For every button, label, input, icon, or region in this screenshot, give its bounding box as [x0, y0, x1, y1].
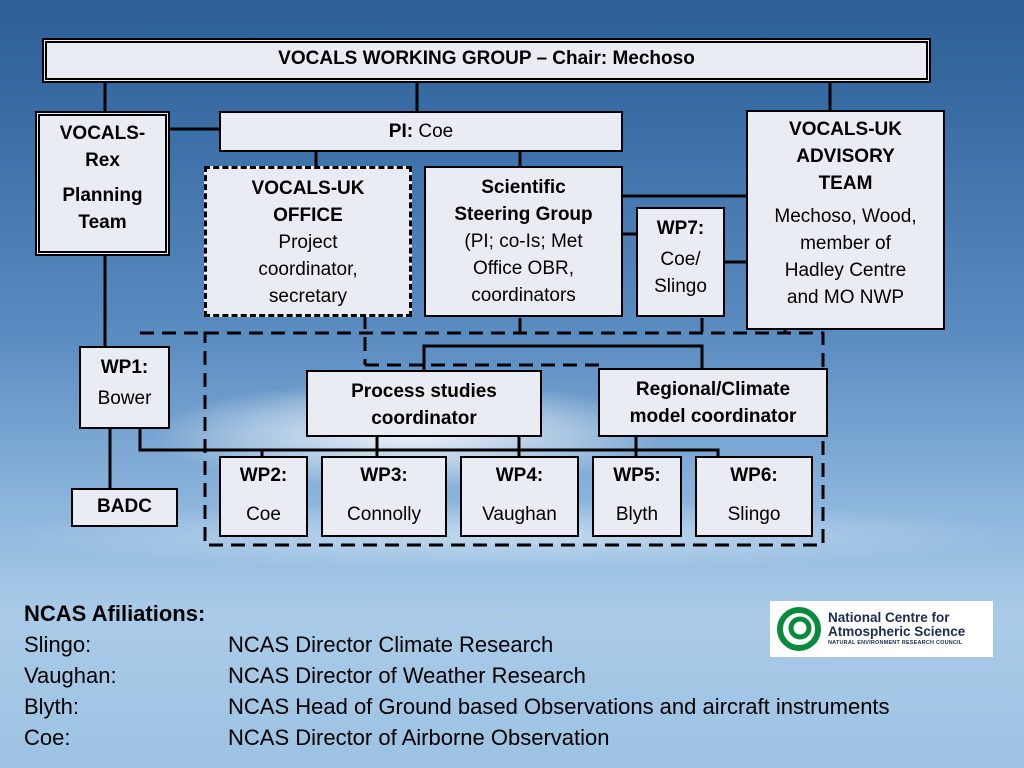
working-group-title: VOCALS WORKING GROUP – Chair: Mechoso — [278, 48, 695, 69]
process-studies-coordinator-box: Process studies coordinator — [306, 370, 542, 437]
logo-line-3: NATURAL ENVIRONMENT RESEARCH COUNCIL — [828, 640, 963, 647]
working-group-box: VOCALS WORKING GROUP – Chair: Mechoso — [42, 38, 931, 83]
wp5-box: WP5: Blyth — [592, 456, 682, 537]
list-item: Coe: NCAS Director of Airborne Observati… — [24, 722, 1014, 753]
office-title-2: OFFICE — [273, 205, 343, 226]
badc-box: BADC — [71, 488, 178, 527]
wp2-label: WP2: — [239, 465, 288, 486]
list-item: Blyth: NCAS Head of Ground based Observa… — [24, 691, 1014, 722]
ncas-role: NCAS Head of Ground based Observations a… — [228, 694, 890, 719]
badc-label: BADC — [97, 496, 152, 517]
wp4-box: WP4: Vaughan — [460, 456, 579, 537]
wp1-label: WP1: — [100, 357, 149, 378]
advisory-title-2: ADVISORY — [796, 146, 895, 167]
vocals-uk-office-box: VOCALS-UK OFFICE Project coordinator, se… — [204, 166, 412, 317]
process-line-2: coordinator — [371, 408, 477, 429]
advisory-body-4: and MO NWP — [786, 287, 905, 308]
ncas-logo: National Centre for Atmospheric Science … — [770, 601, 993, 657]
office-body-3: secretary — [268, 286, 348, 307]
regional-line-2: model coordinator — [629, 406, 797, 427]
wp7-box: WP7: Coe/ Slingo — [636, 207, 725, 317]
ncas-name: Slingo: — [24, 632, 92, 657]
rex-line-4: Team — [78, 212, 127, 233]
advisory-team-box: VOCALS-UK ADVISORY TEAM Mechoso, Wood, m… — [746, 110, 945, 330]
wp4-label: WP4: — [495, 465, 544, 486]
ncas-affiliations: NCAS Afiliations: Slingo: NCAS Director … — [24, 598, 1014, 753]
wp1-body: Bower — [97, 388, 152, 409]
logo-line-2: Atmospheric Science — [828, 624, 966, 640]
pi-label: PI: — [388, 121, 414, 142]
ssg-body-1: (PI; co-Is; Met — [464, 231, 583, 252]
rex-planning-team-box: VOCALS- Rex Planning Team — [35, 111, 170, 256]
pi-name: Coe — [418, 121, 454, 142]
wp7-body-2: Slingo — [654, 276, 707, 297]
wp6-box: WP6: Slingo — [695, 456, 813, 537]
ncas-role: NCAS Director of Weather Research — [228, 663, 586, 688]
ncas-name: Vaughan: — [24, 663, 117, 688]
wp3-label: WP3: — [360, 465, 408, 486]
wp7-body-1: Coe/ — [660, 249, 701, 270]
wp2-name: Coe — [246, 504, 281, 525]
office-body-1: Project — [278, 232, 338, 253]
wp7-label: WP7: — [656, 218, 705, 239]
ncas-name: Coe: — [24, 725, 71, 750]
office-body-2: coordinator, — [258, 259, 358, 280]
scientific-steering-group-box: Scientific Steering Group (PI; co-Is; Me… — [424, 166, 623, 317]
wp3-name: Connolly — [347, 504, 421, 525]
ncas-role: NCAS Director of Airborne Observation — [228, 725, 610, 750]
wp4-name: Vaughan — [482, 504, 557, 525]
ssg-title-1: Scientific — [481, 177, 566, 198]
rex-line-3: Planning — [62, 185, 143, 206]
ncas-role: NCAS Director Climate Research — [228, 632, 554, 657]
regional-climate-coordinator-box: Regional/Climate model coordinator — [598, 368, 828, 437]
wp5-label: WP5: — [613, 465, 661, 486]
wp1-box: WP1: Bower — [79, 346, 170, 429]
advisory-body-3: Hadley Centre — [784, 260, 907, 281]
process-line-1: Process studies — [351, 381, 497, 402]
ssg-body-3: coordinators — [471, 285, 576, 306]
wp6-label: WP6: — [730, 465, 778, 486]
office-title-1: VOCALS-UK — [251, 178, 365, 199]
logo-line-1: National Centre for — [828, 609, 950, 625]
advisory-body-2: member of — [800, 233, 891, 254]
advisory-title-1: VOCALS-UK — [789, 119, 902, 140]
wp3-box: WP3: Connolly — [321, 456, 447, 537]
ssg-title-2: Steering Group — [454, 204, 593, 225]
advisory-body-1: Mechoso, Wood, — [774, 206, 917, 227]
list-item: Vaughan: NCAS Director of Weather Resear… — [24, 660, 1014, 691]
regional-line-1: Regional/Climate — [635, 379, 791, 400]
list-item: Slingo: NCAS Director Climate Research — [24, 629, 1014, 660]
ssg-body-2: Office OBR, — [472, 258, 574, 279]
wp5-name: Blyth — [615, 504, 659, 525]
advisory-title-3: TEAM — [818, 173, 873, 194]
ncas-name: Blyth: — [24, 694, 80, 719]
wp6-name: Slingo — [727, 504, 781, 525]
wp2-box: WP2: Coe — [219, 456, 308, 537]
ncas-heading: NCAS Afiliations: — [24, 601, 206, 626]
rex-line-2: Rex — [85, 150, 120, 171]
ncas-swirl-icon — [777, 607, 821, 651]
pi-box: PI: Coe — [219, 111, 623, 152]
rex-line-1: VOCALS- — [59, 123, 146, 144]
